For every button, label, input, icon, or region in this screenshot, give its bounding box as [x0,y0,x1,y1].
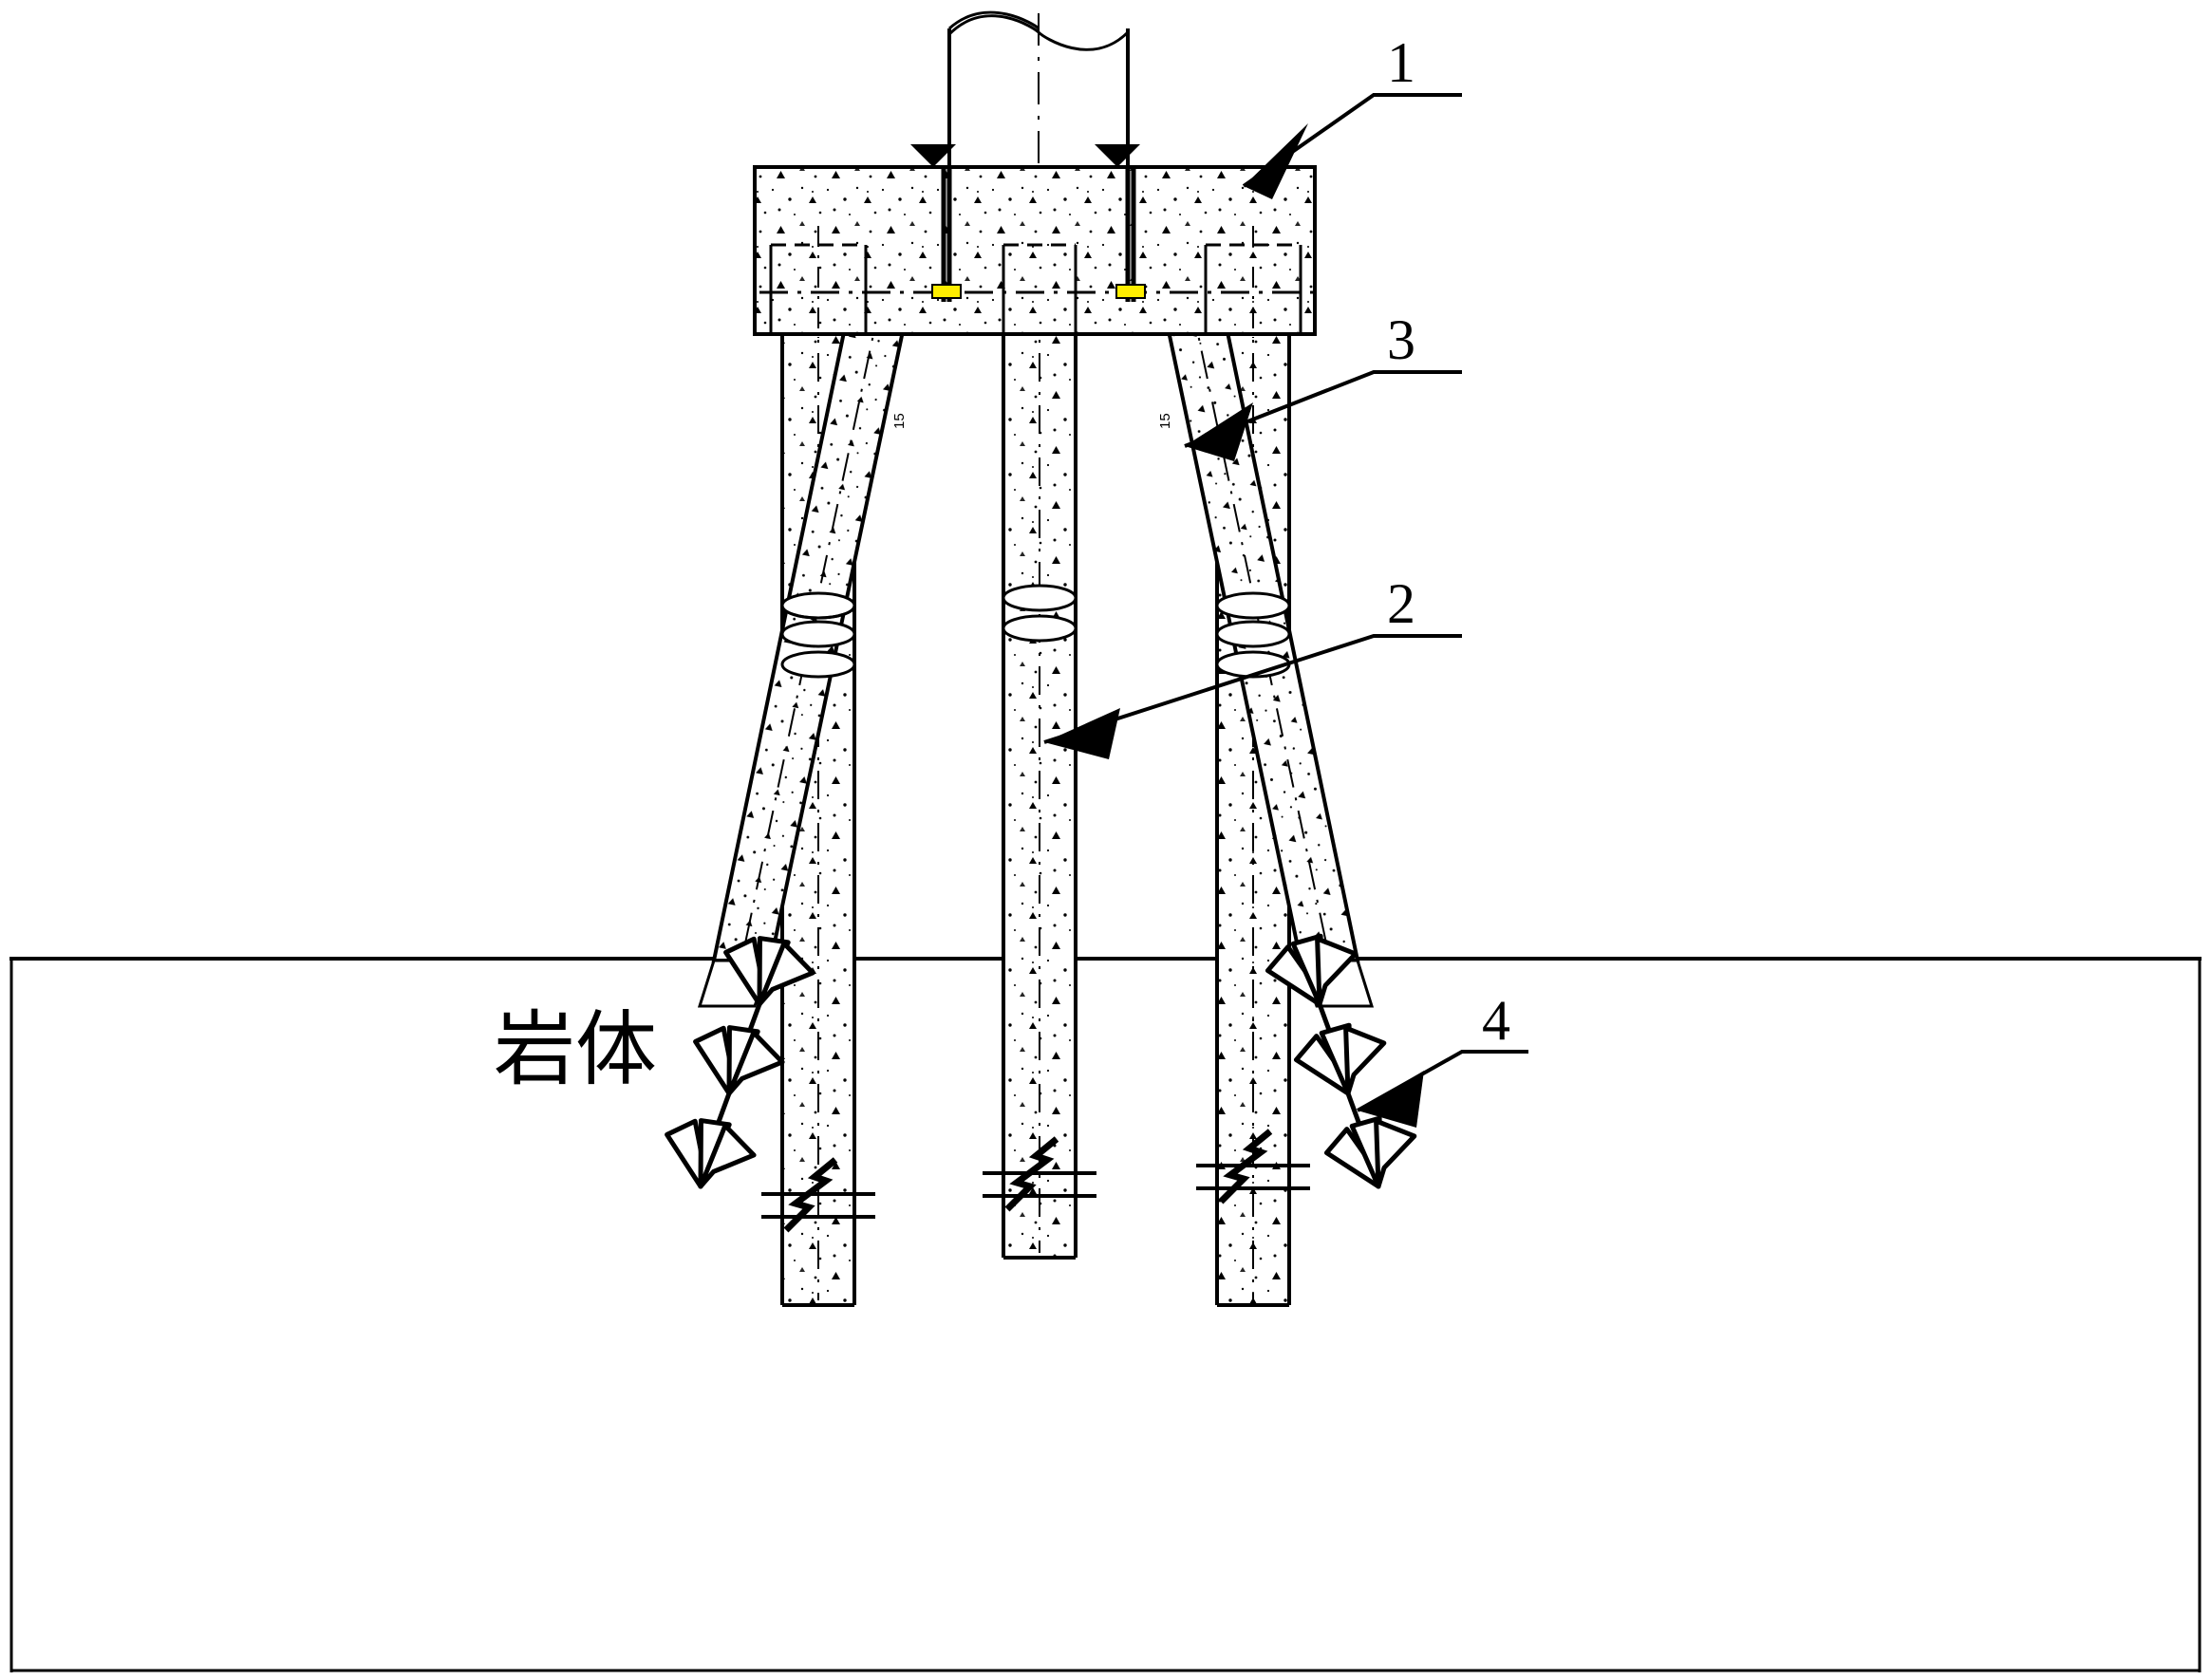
break-symbols [761,1129,1310,1233]
anchor-bar-right [1095,144,1146,302]
ground-material-label: 岩体 [494,1002,657,1097]
vertical-pile-center [1002,245,1077,1260]
joint-center [1002,584,1077,643]
break-right-pile [1196,1129,1310,1204]
embedded-anchor-bars [910,144,1146,302]
callout-leaders [1043,93,1528,1128]
slope-text-right: 15 [1157,413,1173,429]
ground-region [9,957,2202,1672]
anchor-fan-left-2 [693,1025,785,1132]
slope-dimension-texts: 15 15 [891,413,1173,429]
joint-right [1215,591,1291,679]
pile-cap [753,165,1317,338]
anchor-fan-left-3 [665,1118,757,1189]
joint-left [780,591,856,679]
callout-leader-4 [1357,1050,1528,1128]
callout-leader-1 [1242,93,1462,199]
anchor-fan-left-1 [723,936,815,1043]
break-left-pile [761,1157,875,1233]
callout-number-1: 1 [1387,31,1415,94]
callout-numbers: 1 3 2 4 [1387,31,1510,1052]
callout-number-3: 3 [1387,308,1415,371]
callout-leader-3 [1184,370,1462,461]
callout-number-2: 2 [1387,572,1415,635]
anchor-fan-right-3 [1323,1115,1417,1189]
callout-leader-2 [1043,634,1462,759]
callout-number-4: 4 [1482,989,1510,1052]
slope-text-left: 15 [891,413,908,429]
anchor-bar-left [910,144,962,302]
break-center-pile [983,1136,1096,1212]
anchor-fan-right-1 [1265,933,1358,1043]
pile-segment-joints [780,584,1291,679]
rock-anchor-fans [665,933,1417,1189]
